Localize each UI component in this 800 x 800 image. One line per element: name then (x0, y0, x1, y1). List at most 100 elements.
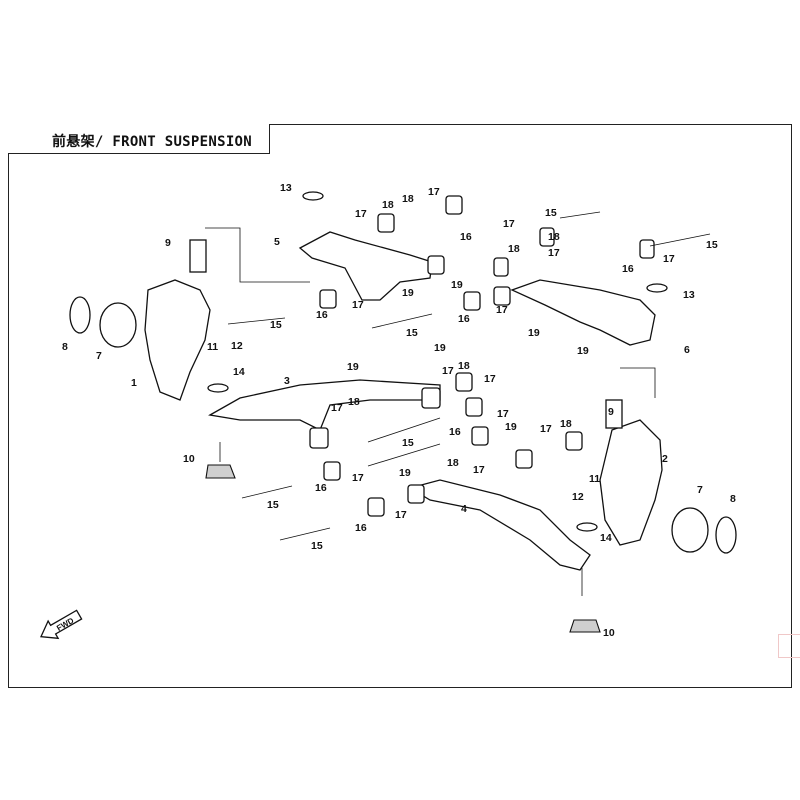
callout-19: 19 (402, 287, 414, 299)
snap-ring-left (69, 296, 91, 334)
callout-10: 10 (603, 627, 615, 639)
callout-18: 18 (560, 418, 572, 430)
callout-16: 16 (622, 263, 634, 275)
callout-1: 1 (131, 377, 137, 389)
callout-17: 17 (548, 247, 560, 259)
callout-16: 16 (460, 231, 472, 243)
bushing (445, 195, 463, 215)
callout-12: 12 (231, 340, 243, 352)
callout-15: 15 (270, 319, 282, 331)
leader-line (620, 367, 656, 398)
callout-5: 5 (274, 236, 280, 248)
callout-18: 18 (548, 231, 560, 243)
callout-17: 17 (352, 472, 364, 484)
callout-8: 8 (62, 341, 68, 353)
lower-arm-left (208, 379, 441, 431)
bolt (559, 211, 601, 219)
title-box (8, 124, 270, 154)
callout-15: 15 (545, 207, 557, 219)
callout-labels: 13 13 17 18 18 17 17 15 15 16 18 18 17 1… (62, 182, 736, 639)
callout-18: 18 (447, 457, 459, 469)
bolt (367, 443, 441, 467)
callout-17: 17 (497, 408, 509, 420)
bushing (455, 372, 473, 392)
bearing-right (671, 507, 709, 553)
callout-17: 17 (473, 464, 485, 476)
callout-13: 13 (280, 182, 292, 194)
bushing (463, 291, 481, 311)
callout-17: 17 (540, 423, 552, 435)
bushing (421, 387, 441, 409)
bushing (309, 427, 329, 449)
callout-19: 19 (577, 345, 589, 357)
callout-8: 8 (730, 493, 736, 505)
ball-joint-top-right (605, 399, 623, 429)
callout-14: 14 (600, 532, 612, 544)
page-title: 前悬架/ FRONT SUSPENSION (52, 134, 253, 150)
callout-4: 4 (461, 503, 467, 515)
callout-15: 15 (402, 437, 414, 449)
callout-18: 18 (458, 360, 470, 372)
callout-16: 16 (458, 313, 470, 325)
callout-17: 17 (395, 509, 407, 521)
callout-16: 16 (355, 522, 367, 534)
callout-9: 9 (165, 237, 171, 249)
callout-7: 7 (697, 484, 703, 496)
callout-19: 19 (505, 421, 517, 433)
callout-9: 9 (608, 406, 614, 418)
bolt (279, 527, 331, 541)
callout-16: 16 (449, 426, 461, 438)
bushing (465, 397, 483, 417)
circlip (302, 191, 324, 201)
callout-18: 18 (508, 243, 520, 255)
bushing (539, 227, 555, 247)
callout-12: 12 (572, 491, 584, 503)
leader-line (205, 227, 310, 283)
callout-15: 15 (706, 239, 718, 251)
callout-16: 16 (315, 482, 327, 494)
upper-arm-left (298, 231, 433, 301)
callout-17: 17 (428, 186, 440, 198)
callout-17: 17 (663, 253, 675, 265)
callout-14: 14 (233, 366, 245, 378)
bushing (565, 431, 583, 451)
bolt (649, 233, 711, 247)
callout-17: 17 (355, 208, 367, 220)
callout-19: 19 (434, 342, 446, 354)
knuckle-right (599, 419, 663, 546)
callout-17: 17 (503, 218, 515, 230)
snap-ring-right (715, 516, 737, 554)
callout-17: 17 (496, 304, 508, 316)
callout-3: 3 (284, 375, 290, 387)
bushing (407, 484, 425, 504)
bushing (493, 257, 509, 277)
bearing-left (99, 302, 137, 348)
ball-joint-top-left (189, 239, 207, 273)
bolt (227, 317, 286, 325)
callout-16: 16 (316, 309, 328, 321)
callout-11: 11 (589, 473, 600, 485)
callout-7: 7 (96, 350, 102, 362)
callout-17: 17 (484, 373, 496, 385)
circlip (646, 283, 668, 293)
callout-15: 15 (311, 540, 323, 552)
callout-17: 17 (352, 299, 364, 311)
parts-layer: FWD (40, 191, 737, 640)
bushing (427, 255, 445, 275)
bushing (515, 449, 533, 469)
callout-17: 17 (442, 365, 454, 377)
bushing (639, 239, 655, 259)
callout-18: 18 (348, 396, 360, 408)
ball-joint-bottom-left (205, 464, 236, 479)
bushing (367, 497, 385, 517)
diagram-frame (8, 124, 792, 688)
callout-17: 17 (331, 402, 343, 414)
circlip (207, 383, 229, 393)
bolt (371, 313, 433, 329)
bolt (367, 417, 441, 443)
bushing (319, 289, 337, 309)
callout-19: 19 (347, 361, 359, 373)
ball-joint-bottom-right (569, 619, 601, 633)
callout-15: 15 (406, 327, 418, 339)
